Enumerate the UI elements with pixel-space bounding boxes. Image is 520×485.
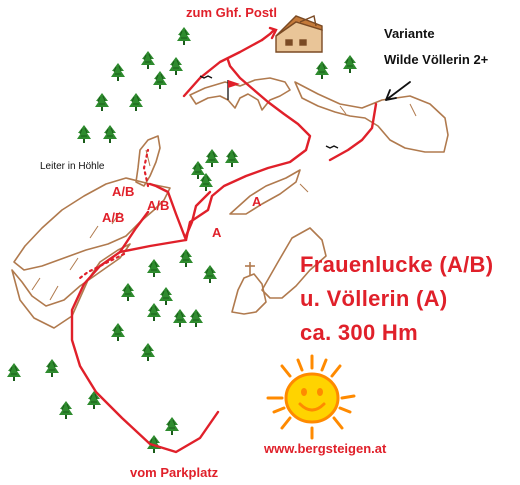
website-label: www.bergsteigen.at [264,441,387,456]
route-title-line3: ca. 300 Hm [300,320,418,345]
route-dotted [78,148,150,280]
route-lines [70,38,378,454]
rock-right-ridge [294,81,449,153]
pointer-arrow-icon [385,81,411,101]
arrow-icon [260,26,278,42]
cross-icon [245,262,255,276]
grade-label-ab-upper: A/B [112,184,135,199]
bird-marks [199,75,339,149]
rock-mid-crag [229,169,301,215]
flag-icon [227,80,240,100]
route-to-crag [184,190,212,238]
sun-icon [266,354,356,440]
route-main [70,58,312,454]
rock-upper-crag [135,135,161,187]
route-left-branch [118,210,150,254]
route-title-line1: Frauenlucke (A/B) [300,252,494,277]
route-variant [328,102,378,162]
hut-icon [275,15,323,53]
parking-label: vom Parkplatz [130,465,219,480]
grade-label-a-right: A [252,194,262,209]
route-ladder-branch [148,182,188,242]
variant-label-line2: Wilde Völlerin 2+ [384,52,489,67]
hut-label: zum Ghf. Postl [186,5,277,20]
route-title-line2: u. Völlerin (A) [300,286,448,311]
rock-long-ridge [13,177,171,271]
rock-right-crag [261,227,327,299]
grade-label-a-center: A [212,225,222,240]
rock-cross-peak [231,273,267,315]
grade-label-ab-lower-right: A/B [147,198,170,213]
grade-label-ab-lower-left: A/B [102,210,125,225]
ladder-label: Leiter in Höhle [40,161,105,172]
variant-label-line1: Variante [384,26,435,41]
rock-summit-ridge [189,77,291,111]
route-to-hut [182,38,264,98]
